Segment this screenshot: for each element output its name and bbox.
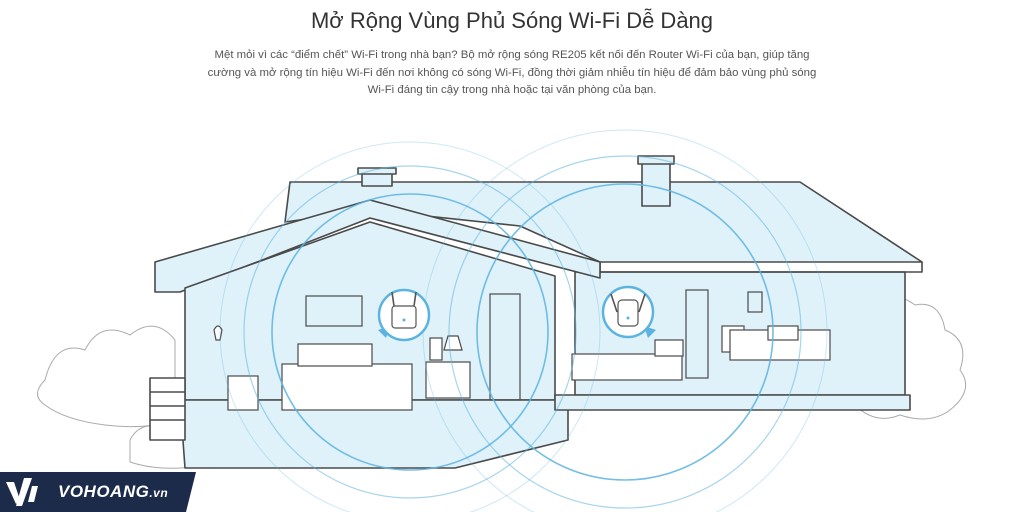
watermark-suffix: .vn bbox=[149, 486, 169, 500]
porch-steps bbox=[149, 377, 186, 441]
living-room-furniture bbox=[213, 293, 521, 411]
bed-left bbox=[571, 353, 683, 381]
table-lamp bbox=[443, 335, 463, 351]
product-description: Mệt mỏi vì các “điểm chết” Wi-Fi trong n… bbox=[190, 47, 834, 100]
doorway bbox=[489, 293, 521, 401]
wall-picture bbox=[305, 295, 363, 327]
heater bbox=[429, 337, 443, 361]
vh-logo-icon bbox=[6, 478, 38, 506]
range-extender-icon bbox=[601, 285, 656, 339]
side-table-center bbox=[425, 361, 471, 399]
watermark-brand: VOHOANG bbox=[58, 482, 150, 501]
router-icon bbox=[377, 288, 431, 342]
sofa bbox=[281, 363, 413, 411]
description-line-2: cường và mở rộng tín hiệu Wi-Fi đến nơi … bbox=[207, 66, 817, 79]
signal-rings-left bbox=[219, 141, 601, 512]
description-line-3: Wi-Fi đáng tin cậy trong nhà hoặc tại vă… bbox=[367, 84, 657, 97]
description-line-1: Mệt mỏi vì các “điểm chết” Wi-Fi trong n… bbox=[214, 49, 810, 61]
wardrobe bbox=[685, 289, 709, 379]
chimney-right bbox=[641, 159, 671, 207]
watermark-badge bbox=[0, 472, 196, 512]
watermark-text: VOHOANG.vn bbox=[58, 478, 168, 506]
plant bbox=[213, 325, 223, 341]
page-title: Mở Rộng Vùng Phủ Sóng Wi-Fi Dễ Dàng bbox=[310, 8, 714, 33]
wall-frame-right bbox=[747, 291, 763, 313]
bedroom-furniture bbox=[571, 289, 831, 381]
side-table-left bbox=[227, 375, 259, 411]
